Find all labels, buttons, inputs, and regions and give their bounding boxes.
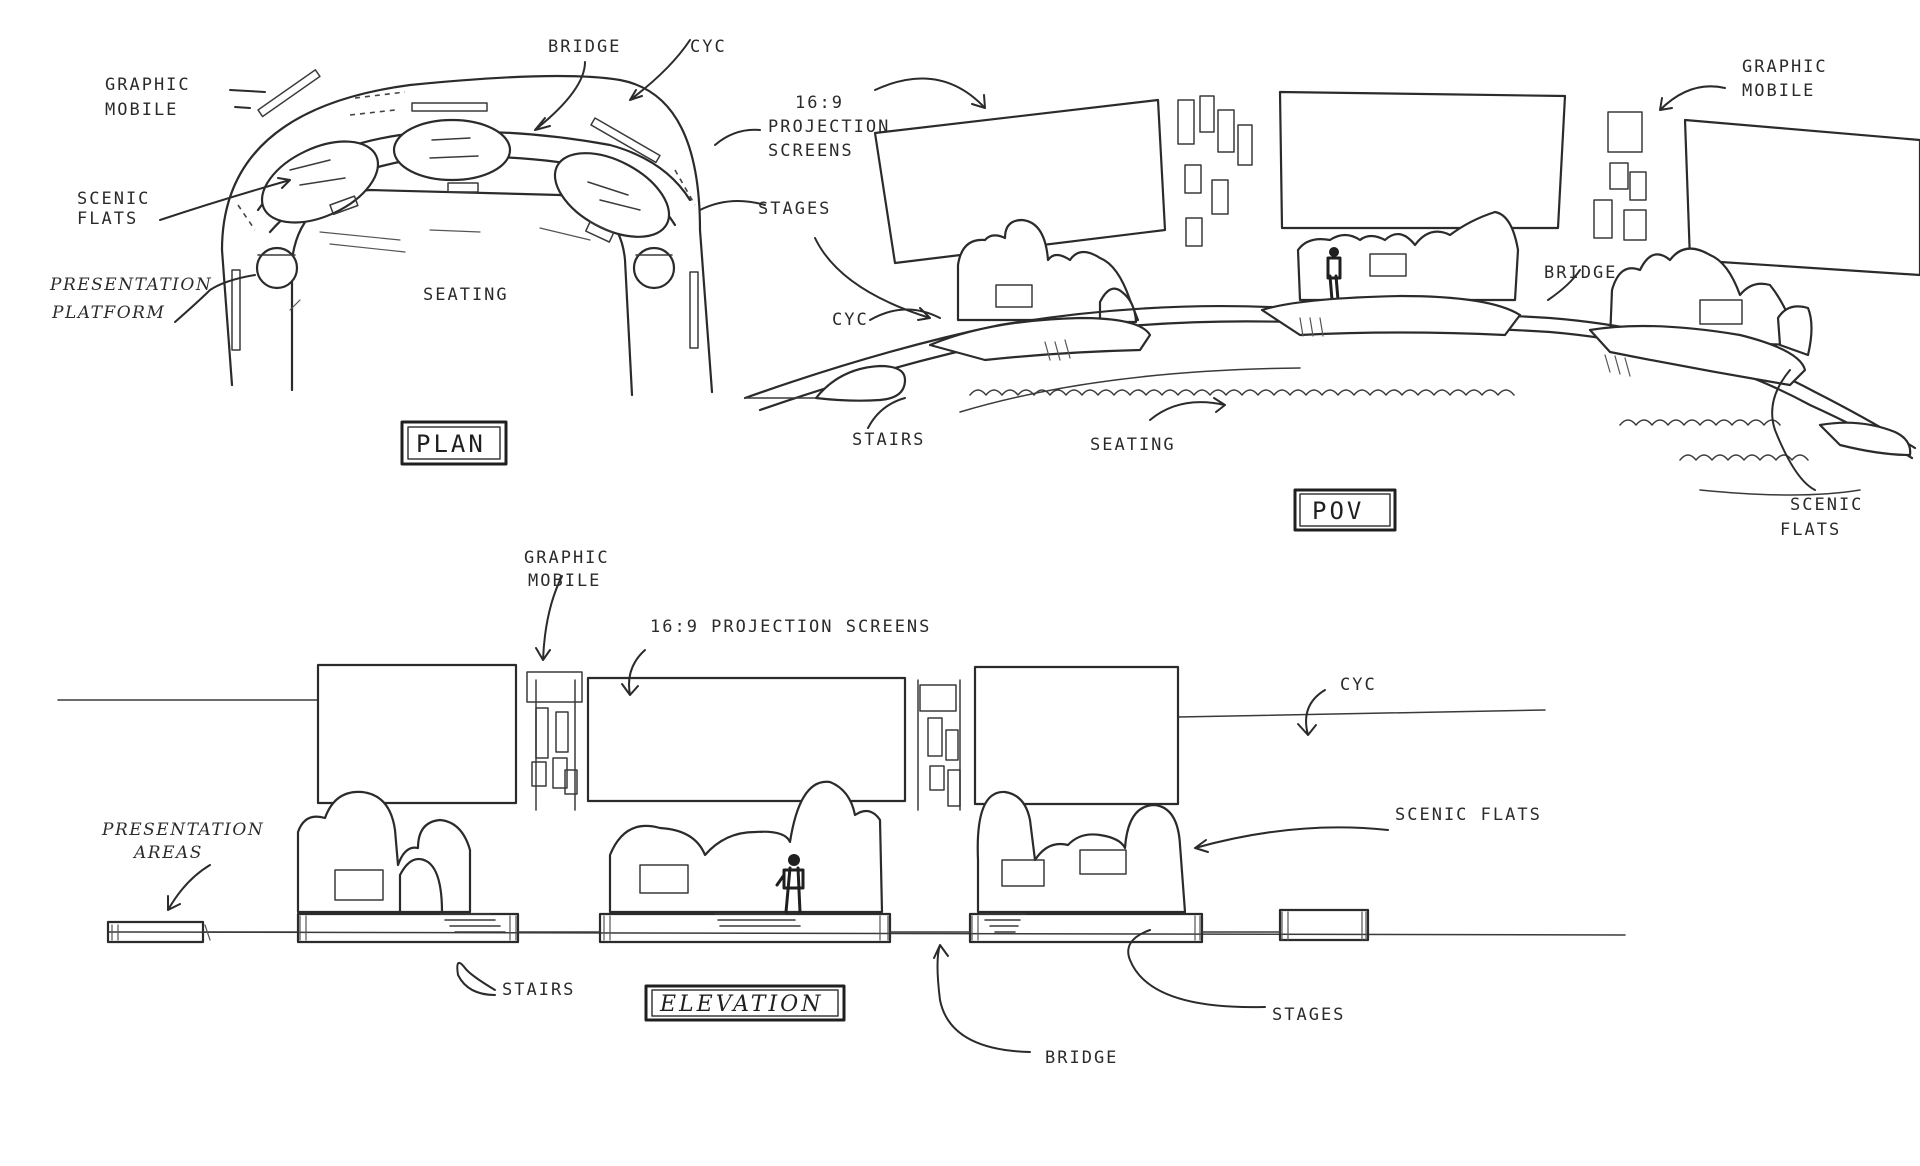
plan-label-flats: FLATS [77,209,138,229]
pov-view: POV GRAPHIC MOBILE CYC BRIDGE STAIRS SEA… [743,57,1920,540]
plan-label-presentation: PRESENTATION [49,275,212,295]
pov-label-graphic: GRAPHIC [1742,57,1828,77]
pov-seating-rows [969,389,1515,396]
plan-label-stages: STAGES [758,199,831,219]
plan-view: PLAN GRAPHIC MOBILE BRIDGE CYC SCENIC FL… [49,37,890,466]
pov-label-bridge: BRIDGE [1544,263,1617,283]
plan-presentation-platform-right [632,246,676,290]
plan-label-platform: PLATFORM [51,303,165,323]
plan-graphic-mobile-1 [257,69,321,118]
elevation-label-cyc: CYC [1340,675,1377,695]
elevation-label-bridge: BRIDGE [1045,1048,1118,1068]
elevation-stairs-right [979,913,1026,933]
elevation-label-stairs: STAIRS [502,980,575,1000]
elevation-screen-center [586,676,907,803]
pov-presentation-platform-right [1818,421,1912,457]
plan-label-16-9: 16:9 [795,93,844,113]
pov-presentation-platform-left [814,364,907,402]
pov-label-cyc: CYC [832,310,869,330]
pov-flats-right [1608,247,1802,347]
elevation-presenter-figure [775,866,805,914]
elevation-stage-center [598,912,892,944]
elevation-cyc-line-right [1177,709,1546,718]
plan-stage-center [392,118,512,182]
pov-presenter-figure [1326,256,1342,302]
plan-seating-hatch [289,227,591,311]
elevation-flats-center [608,780,884,914]
pov-flats-left-small [1098,287,1138,324]
plan-label-scenic: SCENIC [77,189,150,209]
elevation-floor-line [107,931,1626,936]
elevation-screen-right [973,665,1180,806]
elevation-graphic-mobile-right [917,679,961,811]
pov-screen-right [1683,118,1920,277]
pov-screen-center [1278,90,1567,230]
elevation-stairs-left [439,913,506,933]
pov-stage-center [1260,294,1522,337]
pov-label-mobile: MOBILE [1742,81,1815,101]
plan-label-bridge: BRIDGE [548,37,621,57]
pov-label-seating: SEATING [1090,435,1176,455]
elevation-label-scenic-flats: SCENIC FLATS [1395,805,1542,825]
pov-flats-center [1296,210,1520,302]
plan-label-graphic-mobile-2: MOBILE [105,100,178,120]
pov-graphic-mobile-right [1593,111,1647,241]
elevation-view: ELEVATION GRAPHIC MOBILE 16:9 PROJECTION… [57,548,1626,1068]
elevation-title: ELEVATION [659,992,823,1017]
pov-title-box [1293,488,1397,532]
elevation-label-presentation: PRESENTATION [101,820,264,840]
elevation-screen-left [316,663,518,805]
plan-label-screens: SCREENS [768,141,854,161]
plan-label-graphic-mobile: GRAPHIC [105,75,191,95]
elevation-label-areas: AREAS [132,843,203,863]
plan-title-box [400,420,508,466]
plan-graphic-mobile-3 [590,117,661,164]
elevation-label-stages: STAGES [1272,1005,1345,1025]
plan-label-seating: SEATING [423,285,509,305]
plan-title: PLAN [416,430,486,458]
elevation-label-mobile: MOBILE [528,571,601,591]
plan-cyc-outer [220,74,714,394]
pov-label-stairs: STAIRS [852,430,925,450]
pov-flats-left [956,218,1140,322]
elevation-stage-left [296,912,520,944]
plan-graphic-mobile-2 [411,102,488,112]
elevation-label-projection-screens: 16:9 PROJECTION SCREENS [650,617,931,637]
pov-title: POV [1312,497,1364,525]
elevation-stage-right [968,912,1204,944]
pov-screen-left [873,98,1167,265]
elevation-flats-left [296,790,472,914]
pov-label-scenic: SCENIC [1790,495,1863,515]
pov-label-flats: FLATS [1780,520,1841,540]
elevation-graphic-mobile-left [526,671,583,811]
elevation-flats-right [976,790,1187,914]
pov-stage-right [1588,324,1807,387]
elevation-label-graphic: GRAPHIC [524,548,610,568]
elevation-stairs-center [714,913,801,927]
elevation-presentation-area-right [1278,908,1370,942]
pov-stage-left [928,316,1152,362]
plan-label-cyc: CYC [690,37,727,57]
elevation-title-box [644,984,846,1022]
plan-label-projection: PROJECTION [768,117,890,137]
plan-side-flat-left [231,269,241,351]
plan-side-flat-right [689,271,699,349]
pov-graphic-mobile-left [1177,95,1253,247]
plan-presentation-platform-left [255,246,299,290]
